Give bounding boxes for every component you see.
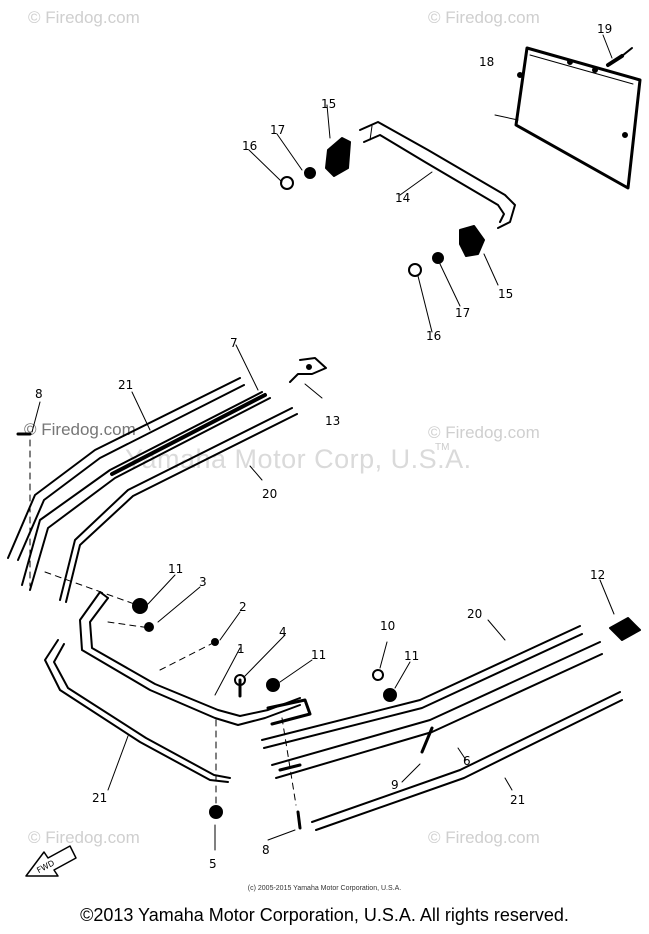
watermark-mid-left: © Firedog.com [24, 420, 136, 439]
callout-6: 6 [463, 754, 471, 768]
watermark-tm: TM [435, 442, 450, 453]
callout-4: 4 [279, 625, 287, 639]
watermark-top-right: © Firedog.com [428, 8, 540, 27]
bracket-part-13 [289, 357, 327, 383]
callout-8a: 8 [35, 387, 43, 401]
callout-11b: 11 [311, 648, 326, 662]
callout-7: 7 [230, 336, 238, 350]
callout-19: 19 [597, 22, 612, 36]
callout-17a: 17 [270, 123, 285, 137]
trim-part-21-left [7, 377, 245, 561]
callout-16b: 16 [426, 329, 441, 343]
watermark-bottom-right: © Firedog.com [428, 828, 540, 847]
callout-18: 18 [479, 55, 494, 69]
callout-1: 1 [237, 642, 245, 656]
callout-16a: 16 [242, 139, 257, 153]
parts-diagram: 1 2 3 4 5 6 7 8 8 9 10 11 11 11 12 13 14… [7, 22, 642, 877]
callout-3: 3 [199, 575, 207, 589]
fastener-parts [16, 432, 434, 830]
bolt-part-19 [606, 47, 633, 67]
panel-part [514, 46, 642, 190]
watermark-bottom-left: © Firedog.com [28, 828, 140, 847]
leader-lines [31, 34, 615, 851]
callout-5: 5 [209, 857, 217, 871]
callout-13: 13 [325, 414, 340, 428]
trim-part-21-right [311, 691, 623, 831]
callout-21c: 21 [510, 793, 525, 807]
bracket-part-12 [609, 617, 641, 641]
callout-14: 14 [395, 191, 410, 205]
bumper-part-1 [79, 591, 312, 726]
alignment-lines [29, 439, 297, 807]
fwd-label: FWD [35, 858, 56, 875]
watermark-top-left: © Firedog.com [28, 8, 140, 27]
small-copyright: (c) 2005-2015 Yamaha Motor Corporation, … [247, 885, 402, 892]
watermark-mid-right: © Firedog.com [428, 423, 540, 442]
callout-15b: 15 [498, 287, 513, 301]
callout-10: 10 [380, 619, 395, 633]
end-cap-part [325, 137, 485, 257]
strip-part-20-left [59, 407, 298, 603]
handle-bar-part [359, 121, 516, 229]
callout-15a: 15 [321, 97, 336, 111]
callout-21b: 21 [92, 791, 107, 805]
callout-11a: 11 [168, 562, 183, 576]
fwd-arrow [25, 845, 77, 877]
callout-17b: 17 [455, 306, 470, 320]
callout-12: 12 [590, 568, 605, 582]
callout-20a: 20 [262, 487, 277, 501]
rail-part-7 [21, 391, 271, 591]
callout-20b: 20 [467, 607, 482, 621]
rail-part-6 [271, 641, 603, 779]
callout-9: 9 [391, 778, 399, 792]
callout-11c: 11 [404, 649, 419, 663]
callout-21a: 21 [118, 378, 133, 392]
washer-parts [280, 167, 444, 277]
footer-copyright: ©2013 Yamaha Motor Corporation, U.S.A. A… [80, 905, 569, 925]
callout-8b: 8 [262, 843, 270, 857]
callout-2: 2 [239, 600, 247, 614]
watermark-center: Yamaha Motor Corp, U.S.A. [125, 444, 472, 474]
trim-part-21-front [44, 639, 231, 783]
strip-part-20-right [261, 625, 583, 749]
